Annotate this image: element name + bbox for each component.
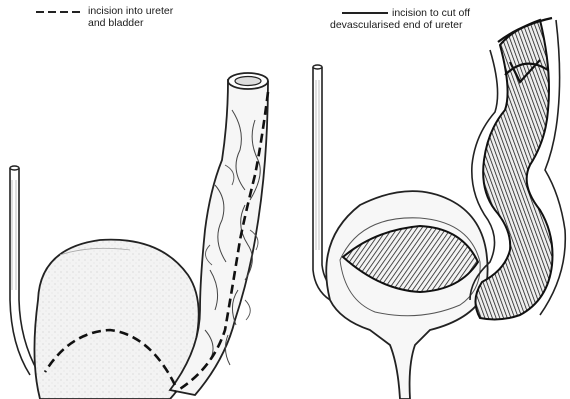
right-bladder bbox=[326, 191, 487, 399]
left-bladder bbox=[34, 240, 198, 399]
solid-line-legend: incision to cut off devascularised end o… bbox=[392, 7, 470, 31]
left-bladder-ureter-drawing bbox=[10, 73, 268, 399]
left-thin-ureter bbox=[10, 168, 30, 375]
solid-legend-text-2: devascularised end of ureter bbox=[330, 19, 470, 31]
right-bladder-ureter-drawing bbox=[313, 18, 565, 399]
solid-legend-text-1: incision to cut off bbox=[392, 7, 470, 19]
dashed-legend-text-1: incision into ureter bbox=[88, 5, 173, 17]
dashed-legend-text-2: and bladder bbox=[88, 17, 173, 29]
dashed-line-legend: incision into ureter and bladder bbox=[88, 5, 173, 29]
